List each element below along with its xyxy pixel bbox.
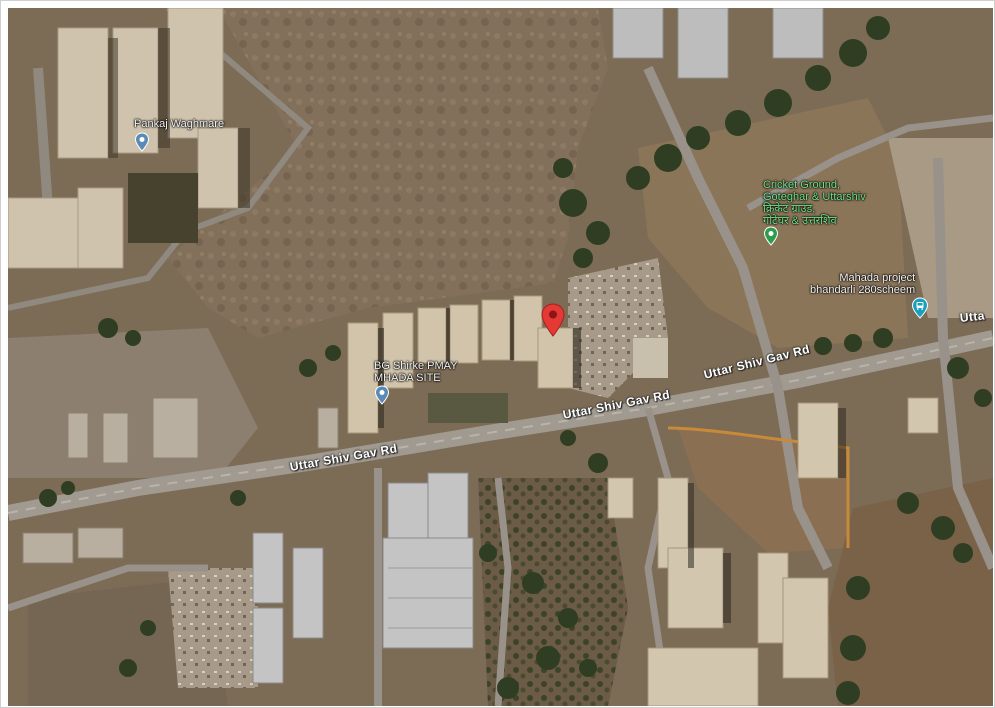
map-pin-icon[interactable] (540, 303, 566, 337)
place-pin-icon[interactable] (134, 132, 150, 152)
place-label-cricket-ground[interactable]: Cricket Ground, Goteghar & Uttarshiv क्र… (763, 179, 866, 227)
transit-pin-icon[interactable] (911, 297, 929, 319)
place-label-mahada-project[interactable]: Mahada project bhandarli 280scheem (810, 272, 915, 296)
place-label-bg-shirke[interactable]: BG Shirke PMAY MHADA SITE (374, 360, 458, 384)
place-label-line: Pankaj Waghmare (134, 118, 225, 130)
place-label-pankaj-waghmare[interactable]: Pankaj Waghmare (134, 118, 224, 130)
road-label-edge: Utta (959, 308, 986, 325)
satellite-imagery (8, 8, 993, 706)
place-label-line: Cricket Ground, (763, 179, 841, 191)
place-label-line: MHADA SITE (374, 372, 441, 384)
satellite-map[interactable]: Uttar Shiv Gav Rd Uttar Shiv Gav Rd Utta… (8, 8, 993, 706)
place-label-line: गोटेघर & उत्तरशिव (763, 215, 837, 227)
place-pin-icon[interactable] (374, 385, 390, 405)
place-label-line: Goteghar & Uttarshiv (763, 191, 866, 203)
place-label-line: BG Shirke PMAY (374, 360, 458, 372)
place-label-line: Mahada project (839, 272, 916, 284)
place-label-line: bhandarli 280scheem (810, 284, 916, 296)
place-label-line: क्रिकेट ग्राउंड, (763, 203, 816, 215)
park-pin-icon[interactable] (763, 226, 779, 246)
